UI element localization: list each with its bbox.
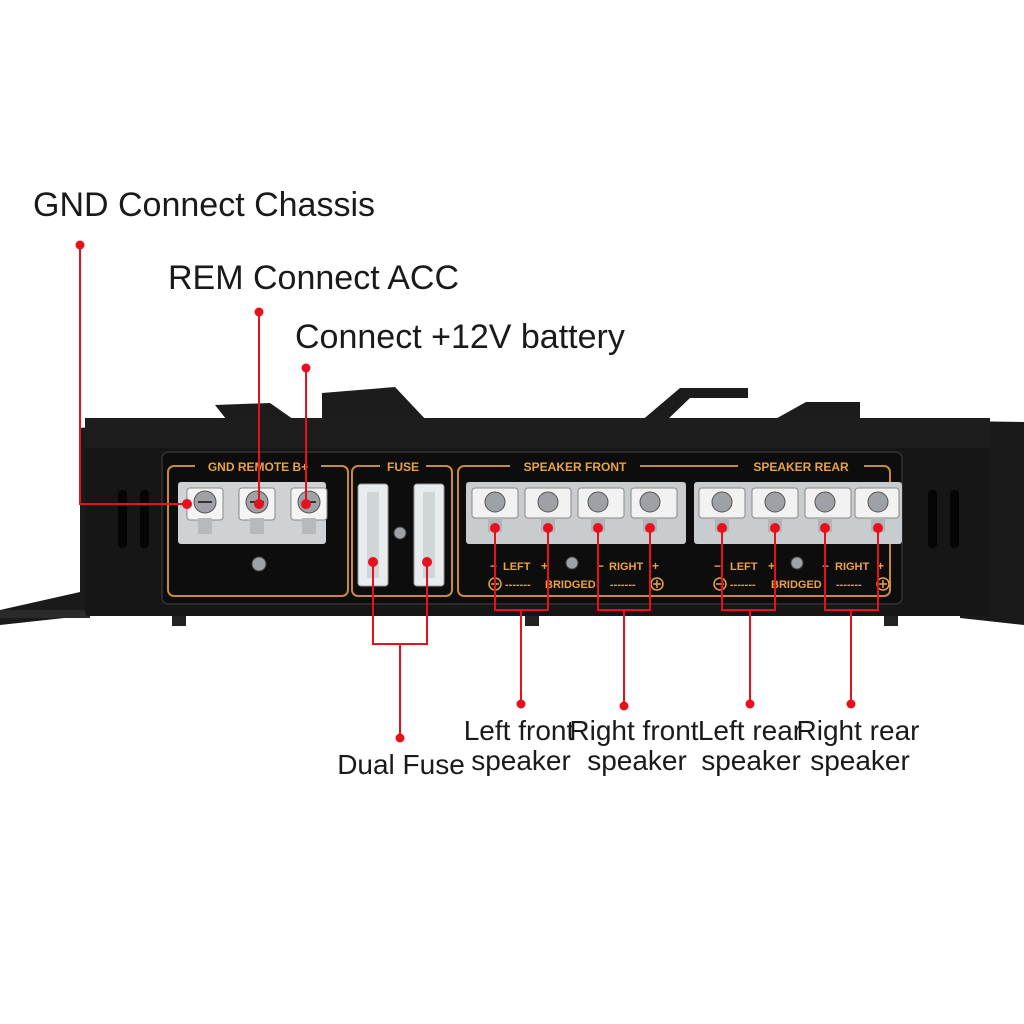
callout-dots xyxy=(75,240,883,743)
foot xyxy=(884,616,898,626)
fuse-left-dot xyxy=(368,557,378,567)
rear-left-minus-sign: − xyxy=(714,559,721,573)
fuse-section-label: FUSE xyxy=(387,460,419,474)
front-right-plus-sign: + xyxy=(652,559,659,573)
rear-left-plus-sign: + xyxy=(768,559,775,573)
left-rear-leader-line xyxy=(721,528,776,611)
terminal-left-front-minus[interactable] xyxy=(471,487,519,532)
vent-slot xyxy=(950,490,959,548)
gnd-callout-label: GND Connect Chassis xyxy=(33,186,375,224)
right-front-callout-line1: Right front xyxy=(569,715,698,746)
fuse-right[interactable] xyxy=(413,483,445,587)
rear-dashes-left: ------- xyxy=(730,579,756,591)
fuse-callout-dot xyxy=(395,733,405,743)
rear-left-label: LEFT xyxy=(730,561,758,573)
rear-right-plus-sign: + xyxy=(877,559,884,573)
panel-screw xyxy=(565,556,579,570)
rem-callout-label: REM Connect ACC xyxy=(168,259,459,297)
fuse-label-bg xyxy=(380,458,426,474)
terminal-dot xyxy=(645,523,655,533)
gnd-dot xyxy=(75,240,85,250)
foot xyxy=(172,616,186,626)
right-rear-callout-line2: speaker xyxy=(810,745,910,776)
left-front-callout-dot xyxy=(516,699,526,709)
speaker-rear-label: SPEAKER REAR xyxy=(753,460,849,474)
front-dashes-right: ------- xyxy=(610,579,636,591)
speaker-section: SPEAKER FRONT SPEAKER REAR xyxy=(457,458,902,597)
front-right-label: RIGHT xyxy=(609,561,644,573)
terminal-dot xyxy=(543,523,553,533)
fuse-section: FUSE xyxy=(351,458,453,597)
terminal-dot xyxy=(593,523,603,533)
left-front-callout-line2: speaker xyxy=(471,745,571,776)
rem-terminal-dot xyxy=(254,499,264,509)
front-left-label: LEFT xyxy=(503,561,531,573)
right-rear-callout-line1: Right rear xyxy=(797,715,920,746)
right-front-callout-line2: speaker xyxy=(587,745,687,776)
battery-terminal-dot xyxy=(301,499,311,509)
fuse-right-dot xyxy=(422,557,432,567)
foot xyxy=(525,616,539,626)
top-bracket-left xyxy=(322,387,428,422)
left-rear-callout-dot xyxy=(745,699,755,709)
callout-leaders xyxy=(79,245,879,738)
terminal-dot xyxy=(820,523,830,533)
battery-dot xyxy=(301,363,311,373)
panel-screw xyxy=(251,556,267,572)
fuse-left[interactable] xyxy=(357,483,389,587)
right-rear-callout-dot xyxy=(846,699,856,709)
front-left-plus-sign: + xyxy=(541,559,548,573)
vent-slot xyxy=(928,490,937,548)
left-front-callout-line1: Left front xyxy=(464,715,575,746)
gnd-leader-line xyxy=(79,245,187,505)
rem-dot xyxy=(254,307,264,317)
rear-bridged-label: BRIDGED xyxy=(771,579,822,591)
front-bridged-label: BRIDGED xyxy=(545,579,596,591)
bridged-minus-icon xyxy=(713,577,727,591)
gnd-terminal-dot xyxy=(182,499,192,509)
front-dashes-left: ------- xyxy=(505,579,531,591)
power-section: GND REMOTE B+ xyxy=(167,458,349,597)
front-right-minus-sign: − xyxy=(597,559,604,573)
rear-dashes-right: ------- xyxy=(836,579,862,591)
battery-callout-label: Connect +12V battery xyxy=(295,318,625,356)
left-rear-callout-line1: Left rear xyxy=(698,715,802,746)
gnd-terminal[interactable] xyxy=(186,487,224,534)
vent-slot xyxy=(118,490,127,548)
top-bracket-right xyxy=(770,402,860,422)
top-bracket-center xyxy=(640,388,748,422)
rear-right-label: RIGHT xyxy=(835,561,870,573)
speaker-front-label-bg xyxy=(510,458,640,474)
front-left-minus-sign: − xyxy=(490,559,497,573)
terminal-left-rear-plus[interactable] xyxy=(751,487,799,532)
left-flange-strip xyxy=(0,610,90,618)
callout-labels: GND Connect Chassis REM Connect ACC Conn… xyxy=(33,186,919,780)
terminal-dot xyxy=(490,523,500,533)
chassis-rim xyxy=(85,418,990,448)
terminal-dot xyxy=(873,523,883,533)
panel-screw xyxy=(393,526,407,540)
terminal-dot xyxy=(717,523,727,533)
panel-screw xyxy=(790,556,804,570)
terminal-right-rear-plus[interactable] xyxy=(854,487,900,532)
speaker-front-label: SPEAKER FRONT xyxy=(524,460,627,474)
left-rear-callout-line2: speaker xyxy=(701,745,801,776)
vent-slot xyxy=(140,490,149,548)
terminal-dot xyxy=(770,523,780,533)
speaker-rear-label-bg xyxy=(738,458,864,474)
fuse-callout-label: Dual Fuse xyxy=(337,749,465,780)
right-front-callout-dot xyxy=(619,701,629,711)
